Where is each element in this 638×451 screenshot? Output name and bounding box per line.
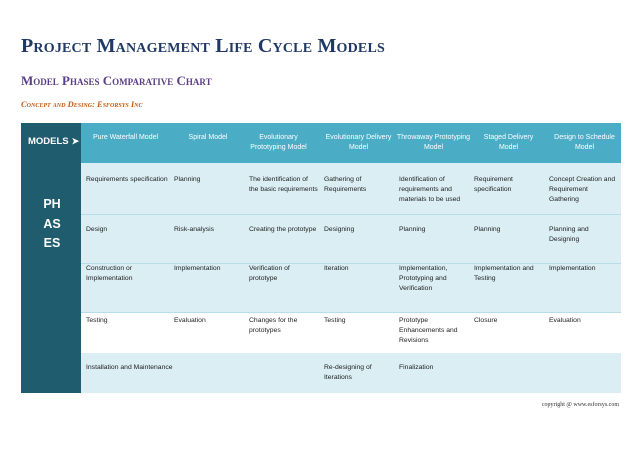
table-cell: Changes for the prototypes xyxy=(249,317,298,334)
table-cell: Evaluation xyxy=(549,317,581,324)
table-row: Construction or Implementation Implement… xyxy=(81,264,621,312)
row-divider xyxy=(81,312,621,313)
table-cell: Evaluation xyxy=(174,317,206,324)
table-cell: Designing xyxy=(324,226,355,233)
column-header: Spiral Model xyxy=(188,134,228,141)
table-cell: Requirements specification xyxy=(86,176,168,183)
table-cell: Installation and Maintenance xyxy=(86,364,173,371)
column-header: Staged Delivery Model xyxy=(483,134,534,151)
table-cell: Construction or Implementation xyxy=(86,265,133,282)
table-cell: Testing xyxy=(86,317,108,324)
table-cell: Planning xyxy=(474,226,501,233)
table-cell: Verification of prototype xyxy=(249,265,290,282)
table-row: Installation and Maintenance Re-designin… xyxy=(81,353,621,393)
copyright-notice: copyright @ www.esforsys.com xyxy=(541,402,619,408)
phases-label: PHASES xyxy=(43,197,61,250)
table-cell: Testing xyxy=(324,317,346,324)
models-label-text: MODELS xyxy=(28,136,69,147)
table-cell: Risk-analysis xyxy=(174,226,215,233)
table-cell: Finalization xyxy=(399,364,434,371)
column-header: Evolutionary Prototyping Model xyxy=(250,134,307,151)
column-header: Throwaway Prototyping Model xyxy=(396,134,471,151)
table-cell: Design xyxy=(86,226,108,233)
table-cell: Re-designing of Iterations xyxy=(324,364,372,381)
table-cell: Implementation and Testing xyxy=(474,265,534,282)
row-divider xyxy=(81,214,621,215)
credit-line: Concept and Desing: Esforsys Inc xyxy=(21,99,143,109)
table-cell: Closure xyxy=(474,317,498,324)
table-cell: The identification of the basic requirem… xyxy=(249,176,318,193)
table-cell: Requirement specification xyxy=(474,176,513,193)
comparison-table: MODELS➤ PHASES Pure Waterfall Model Spir… xyxy=(21,123,621,393)
column-header: Design to Schedule Model xyxy=(554,134,615,151)
table-row: Testing Evaluation Changes for the proto… xyxy=(81,313,621,353)
table-cell: Planning xyxy=(174,176,201,183)
table-cell: Planning xyxy=(399,226,426,233)
arrow-right-icon: ➤ xyxy=(71,136,80,146)
table-cell: Implementation xyxy=(549,265,596,272)
table-cell: Prototype Enhancements and Revisions xyxy=(399,317,458,344)
page-subtitle: Model Phases Comparative Chart xyxy=(21,73,212,88)
table-cell: Creating the prototype xyxy=(249,226,317,233)
table-cell: Implementation, Prototyping and Verifica… xyxy=(399,265,448,292)
table-cell: Gathering of Requirements xyxy=(324,176,367,193)
table-cell: Concept Creation and Requirement Gatheri… xyxy=(549,176,616,203)
page-title: Project Management Life Cycle Models xyxy=(21,35,385,57)
table-row: Design Risk-analysis Creating the protot… xyxy=(81,215,621,263)
table-cell: Implementation xyxy=(174,265,221,272)
column-header: Evolutionary Delivery Model xyxy=(325,134,392,151)
row-divider xyxy=(81,263,621,264)
table-cell: Iteration xyxy=(324,265,349,272)
table-row: Requirements specification Planning The … xyxy=(81,163,621,214)
models-label: MODELS➤ xyxy=(28,136,79,147)
phases-sidebar: MODELS➤ PHASES xyxy=(21,123,81,393)
table-cell: Planning and Designing xyxy=(549,226,589,243)
table-cell: Identification of requirements and mater… xyxy=(399,176,461,203)
table-header: Pure Waterfall Model Spiral Model Evolut… xyxy=(81,123,621,163)
column-header: Pure Waterfall Model xyxy=(92,134,159,141)
